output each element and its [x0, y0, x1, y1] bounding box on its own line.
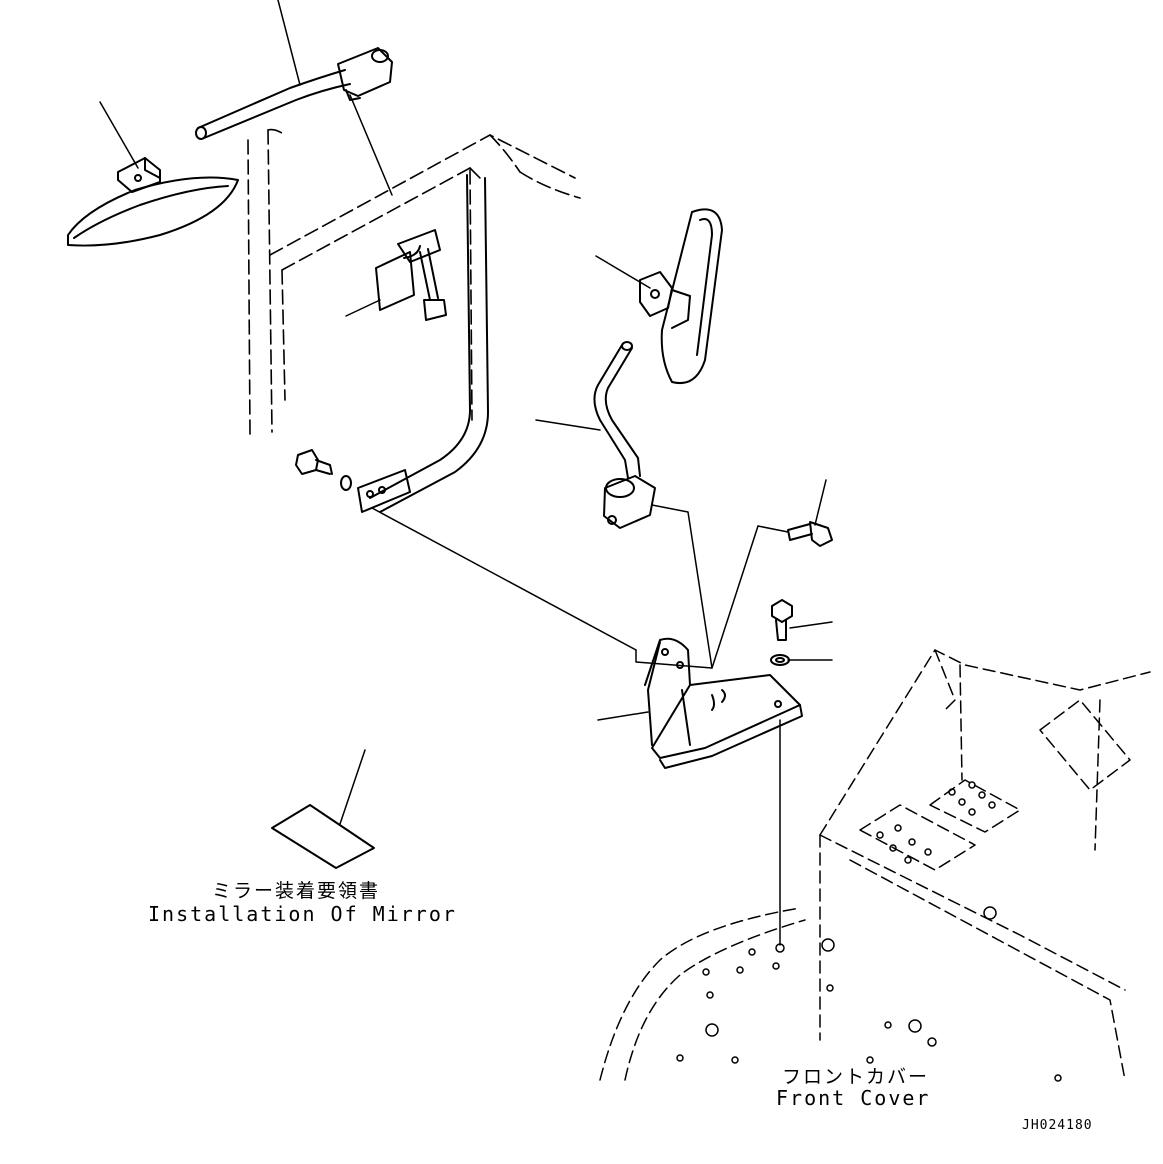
left-mirror-glass — [67, 176, 239, 247]
front-cover-outline — [599, 649, 1151, 1081]
frame-clamp — [375, 229, 447, 321]
upper-bolt — [787, 521, 833, 547]
left-stay-clamp — [337, 47, 393, 101]
cab-frame-outline — [247, 128, 581, 436]
right-mirror-stay — [593, 341, 641, 479]
left-mirror-joint — [117, 157, 161, 193]
drawing-id: JH024180 — [1022, 1118, 1093, 1133]
leader-lines — [99, 0, 833, 946]
cover-label-jp: フロントカバー — [782, 1066, 930, 1088]
left-mirror-stay — [195, 69, 351, 140]
manual-sheet — [271, 804, 375, 869]
cover-label-en: Front Cover — [776, 1086, 931, 1110]
vertical-bolt — [770, 599, 793, 666]
manual-label-en: Installation Of Mirror — [148, 902, 457, 926]
mirror-bracket — [644, 637, 803, 769]
right-mirror-joint — [639, 271, 691, 329]
cab-pillar — [357, 174, 489, 513]
right-stay-clamp — [603, 475, 656, 529]
loose-bolt-washer — [295, 449, 352, 491]
front-cover-holes — [676, 781, 1062, 1082]
right-mirror-glass — [660, 208, 723, 384]
manual-label-jp: ミラー装着要領書 — [212, 880, 381, 902]
